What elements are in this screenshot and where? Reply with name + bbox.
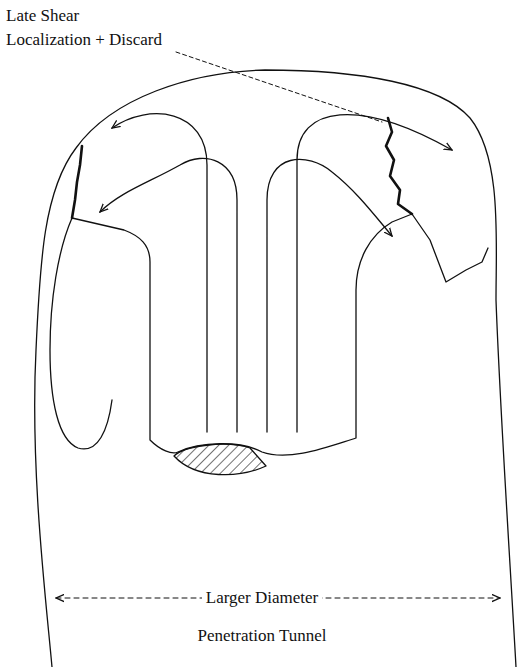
body-outline (72, 214, 412, 455)
left-lobe (50, 218, 112, 449)
flow-arrow (267, 159, 392, 432)
flow-arrow (100, 158, 237, 432)
flow-arrow (297, 115, 452, 432)
shear-crack (386, 118, 412, 214)
fracture-line (412, 214, 488, 282)
hatched-region (174, 444, 266, 474)
leader-line (176, 52, 382, 122)
flow-arrow (112, 114, 207, 432)
region-label: Penetration Tunnel (194, 624, 331, 648)
dimension-label: Larger Diameter (202, 586, 322, 610)
callout-label: Late Shear Localization + Discard (6, 4, 167, 52)
tunnel-outline (35, 70, 516, 667)
shear-crack (72, 146, 82, 218)
